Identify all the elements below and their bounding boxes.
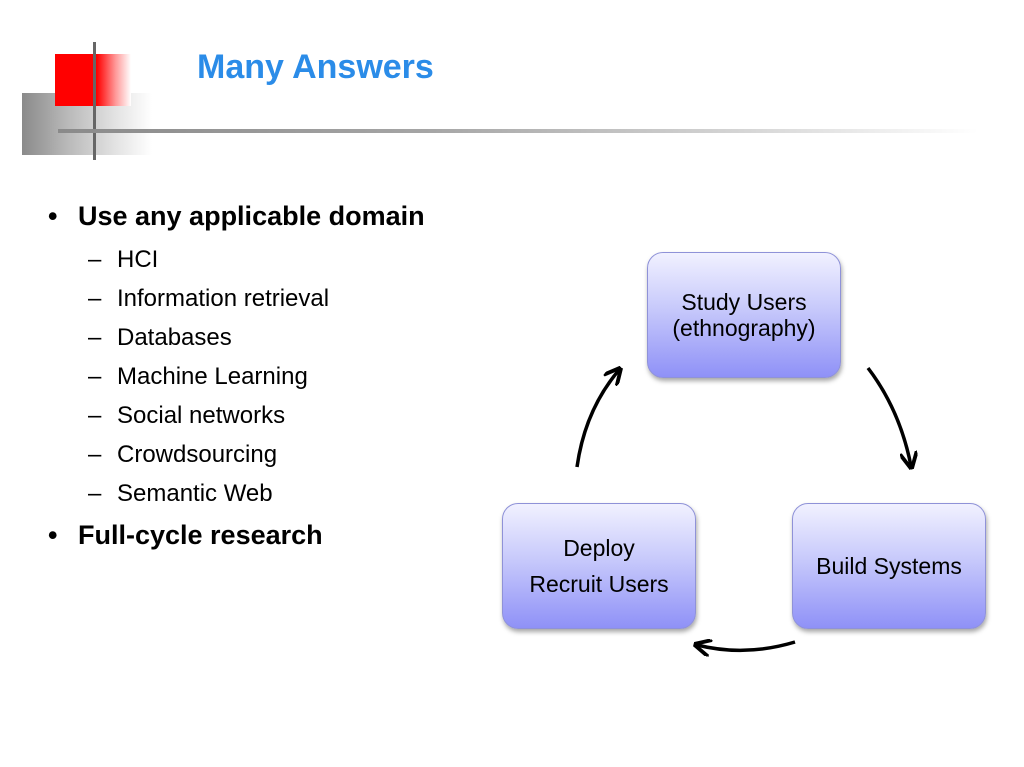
node-label-line: Recruit Users <box>529 571 669 597</box>
cycle-node-deploy: Deploy Recruit Users <box>502 503 696 629</box>
sub-bullet-text: Semantic Web <box>117 480 273 507</box>
bullet-text: Use any applicable domain <box>78 201 425 231</box>
slide-title: Many Answers <box>197 48 434 86</box>
sub-bullet-marker: – <box>88 480 102 507</box>
cycle-node-build-systems: Build Systems <box>792 503 986 629</box>
logo-vertical-line <box>93 42 96 160</box>
arrow-build-to-deploy <box>697 642 796 650</box>
sub-bullet-text: Machine Learning <box>117 363 308 390</box>
bullet-marker: • <box>48 201 58 231</box>
sub-bullet-text: Social networks <box>117 402 286 429</box>
arrow-deploy-to-study <box>575 370 619 468</box>
sub-bullet-marker: – <box>88 246 102 273</box>
node-label-line: Deploy <box>563 535 635 561</box>
node-label-line: Study Users <box>681 289 807 315</box>
sub-bullet-text: HCI <box>117 246 159 273</box>
sub-bullet-marker: – <box>88 324 102 351</box>
sub-bullet-marker: – <box>88 441 102 468</box>
sub-bullet-text: Crowdsourcing <box>117 441 278 468</box>
title-divider <box>58 129 978 133</box>
sub-bullet-marker: – <box>88 285 102 312</box>
node-label-line: Build Systems <box>816 553 962 579</box>
sub-bullet-text: Databases <box>117 324 232 351</box>
sub-bullet-text: Information retrieval <box>117 285 330 312</box>
cycle-node-study-users: Study Users (ethnography) <box>647 252 841 378</box>
sub-bullet-marker: – <box>88 363 102 390</box>
bullet-marker: • <box>48 520 58 550</box>
node-label-line: (ethnography) <box>672 315 816 341</box>
arrow-study-to-build <box>866 366 911 466</box>
bullet-text: Full-cycle research <box>78 520 323 550</box>
sub-bullet-marker: – <box>88 402 102 429</box>
